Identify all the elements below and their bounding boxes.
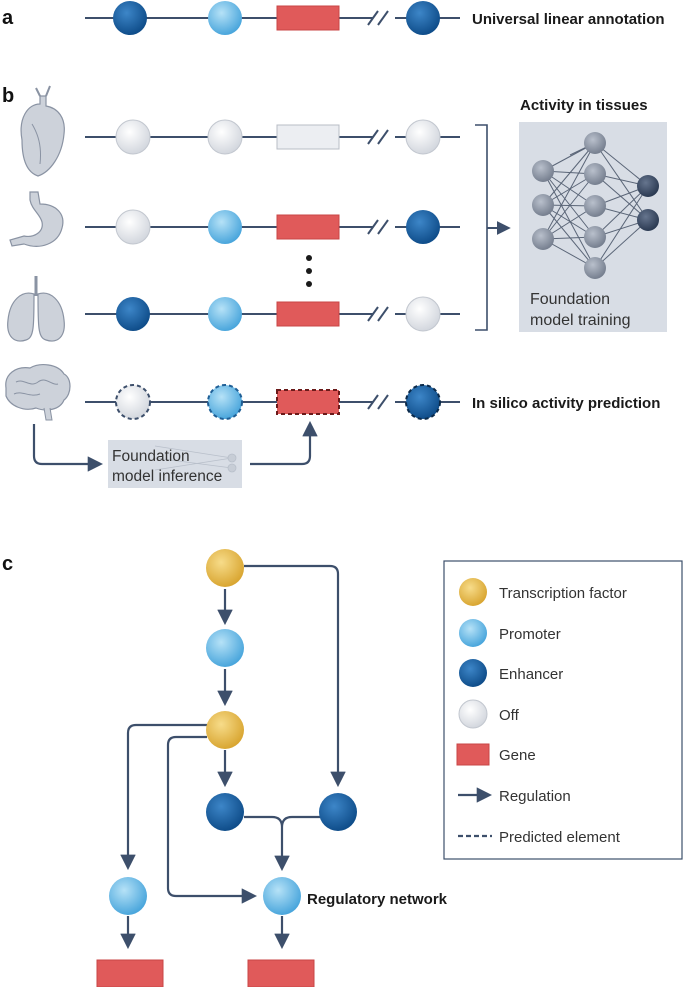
network-label: Regulatory network	[307, 891, 448, 908]
inference-panel	[108, 440, 242, 488]
panel-a-track	[85, 1, 460, 35]
transcription-factor-icon	[459, 578, 487, 606]
enhancer-node	[406, 210, 440, 244]
promoter-node	[109, 877, 147, 915]
gene-off-block	[276, 124, 340, 150]
break-mark-icon	[367, 306, 389, 322]
promoter-node	[208, 297, 242, 331]
inference-label-line2: model inference	[112, 468, 222, 485]
enhancer-node	[113, 1, 147, 35]
enhancer-node	[116, 297, 150, 331]
regulatory-network-diagram	[96, 549, 357, 987]
gene-icon	[456, 743, 490, 766]
legend-label: Off	[499, 707, 520, 724]
off-icon	[458, 699, 488, 729]
heart-icon	[20, 85, 65, 177]
break-mark-icon	[367, 129, 389, 145]
gene-block	[247, 959, 315, 987]
panel-b-title: Activity in tissues	[520, 97, 648, 114]
gene-block	[276, 214, 340, 240]
prediction-label: In silico activity prediction	[472, 395, 660, 412]
inference-label-line1: Foundation	[112, 448, 190, 465]
panel-c-letter: c	[2, 553, 13, 575]
brain-icon	[5, 364, 71, 421]
enhancer-node	[406, 1, 440, 35]
neural-network-faint-icon	[154, 445, 237, 473]
ellipsis-icon	[306, 255, 312, 287]
training-label-line2: model training	[530, 312, 631, 329]
enhancer-icon	[459, 659, 487, 687]
predicted-gene-block	[276, 389, 340, 415]
stomach-icon	[9, 191, 64, 247]
off-node	[207, 119, 243, 155]
predicted-promoter-node	[207, 384, 243, 420]
legend: Transcription factor Promoter Enhancer O…	[456, 578, 627, 846]
legend-label: Regulation	[499, 788, 571, 805]
promoter-node	[208, 1, 242, 35]
training-label-line1: Foundation	[530, 291, 610, 308]
promoter-node	[208, 210, 242, 244]
gene-block	[276, 301, 340, 327]
gene-block	[276, 5, 340, 31]
tissue-row-brain-predicted	[85, 384, 460, 420]
bracket	[475, 124, 511, 331]
panel-a-letter: a	[2, 7, 14, 29]
transcription-factor-node	[206, 711, 244, 749]
predicted-enhancer-node	[405, 384, 441, 420]
lung-icon	[7, 276, 65, 342]
predicted-off-node	[115, 384, 151, 420]
off-node	[115, 209, 151, 245]
legend-label: Gene	[499, 747, 536, 764]
inference-flow	[32, 420, 318, 472]
promoter-node	[206, 629, 244, 667]
legend-label: Predicted element	[499, 829, 621, 846]
promoter-icon	[459, 619, 487, 647]
legend-label: Promoter	[499, 626, 561, 643]
legend-label: Enhancer	[499, 666, 563, 683]
enhancer-node	[206, 793, 244, 831]
tissue-row-heart	[85, 119, 460, 155]
break-mark-icon	[367, 394, 389, 410]
panel-a-title: Universal linear annotation	[472, 11, 665, 28]
off-node	[405, 296, 441, 332]
promoter-node	[263, 877, 301, 915]
off-node	[115, 119, 151, 155]
tissue-row-stomach	[85, 209, 460, 245]
neural-network-icon	[532, 132, 659, 279]
transcription-factor-node	[206, 549, 244, 587]
enhancer-node	[319, 793, 357, 831]
legend-label: Transcription factor	[499, 585, 627, 602]
break-mark-icon	[367, 219, 389, 235]
gene-block	[96, 959, 164, 987]
off-node	[405, 119, 441, 155]
tissue-row-lung	[85, 296, 460, 332]
panel-b-letter: b	[2, 85, 14, 107]
break-mark-icon	[367, 10, 389, 26]
